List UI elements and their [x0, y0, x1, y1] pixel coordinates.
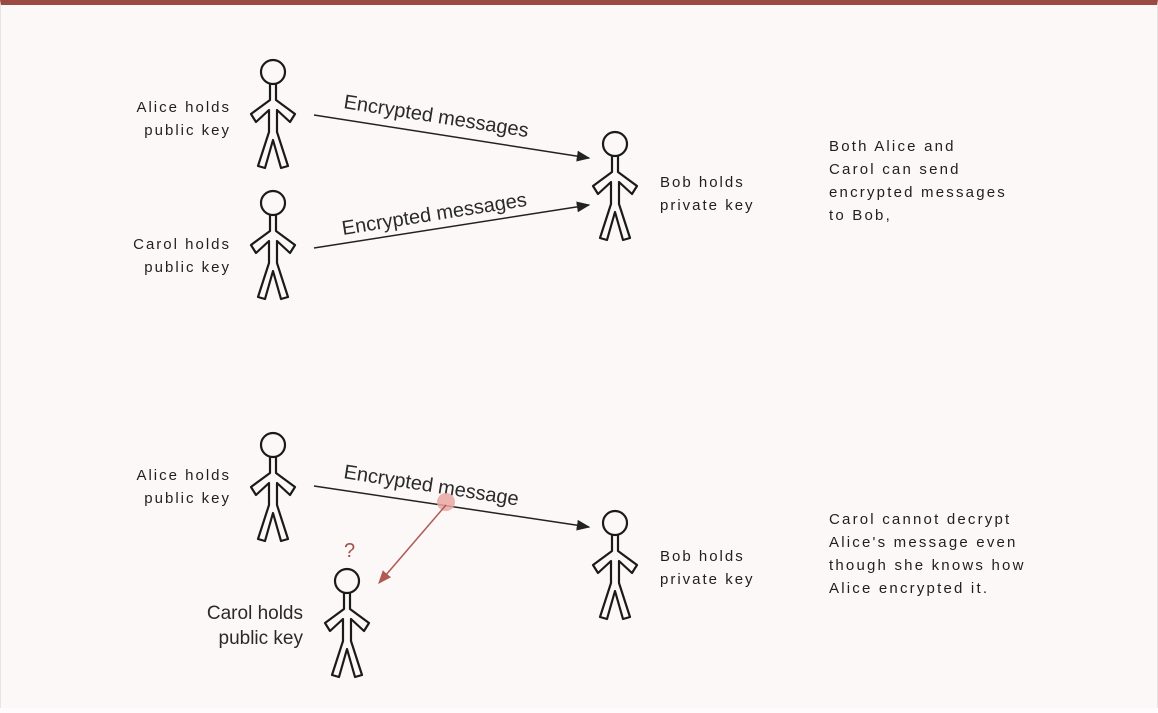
bob-figure-bottom-icon — [591, 509, 639, 621]
bob-figure-top-icon — [591, 130, 639, 242]
bottom-note: Carol cannot decrypt Alice's message eve… — [829, 511, 1026, 597]
alice-figure-top-icon — [249, 58, 297, 170]
alice-label-bottom: Alice holds public key — [136, 467, 231, 507]
arrow2-label: Encrypted messages — [340, 189, 528, 240]
alice-figure-bottom-icon — [249, 431, 297, 543]
carol-figure-top-icon — [249, 189, 297, 301]
intercept-arrow — [378, 504, 447, 585]
carol-label-top: Carol holds public key — [133, 236, 231, 276]
bob-label-bottom: Bob holds private key — [660, 548, 755, 588]
carol-label-bottom: Carol holds public key — [206, 603, 303, 649]
intercept-point — [437, 493, 455, 511]
diagram-canvas: Encrypted messages Encrypted messages En… — [249, 58, 639, 679]
carol-to-bob-arrow-top — [313, 201, 591, 249]
carol-figure-bottom-icon — [323, 567, 371, 679]
question-mark: ? — [344, 540, 356, 562]
bob-label-top: Bob holds private key — [660, 174, 755, 214]
alice-label-top: Alice holds public key — [136, 99, 231, 139]
alice-to-bob-arrow-top — [313, 114, 591, 162]
top-note: Both Alice and Carol can send encrypted … — [829, 138, 1008, 224]
